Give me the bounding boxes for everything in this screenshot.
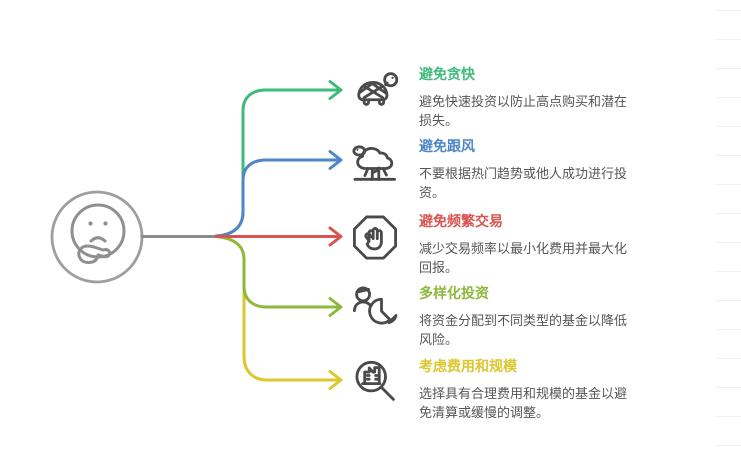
person-pie-icon [349, 283, 401, 335]
center-node [50, 190, 144, 284]
branch-description: 减少交易频率以最小化费用并最大化回报。 [419, 241, 628, 275]
branch-description: 避免快速投资以防止高点购买和潜在损失。 [419, 94, 628, 128]
branch-title: 避免贪快 [419, 66, 475, 82]
thinking-face-icon [70, 203, 126, 264]
branch-item-avoid-greed: 避免贪快 避免快速投资以防止高点购买和潜在损失。 [349, 62, 655, 130]
branch-title: 多样化投资 [419, 285, 489, 301]
branch-item-avoid-herd: 避免跟风 不要根据热门趋势或他人成功进行投资。 [349, 134, 655, 202]
branch-item-diversify: 多样化投资 将资金分配到不同类型的基金以降低风险。 [349, 281, 655, 349]
turtle-icon [349, 64, 401, 116]
branch-line-avoid-herd [214, 150, 343, 238]
branch-title: 避免频繁交易 [419, 213, 503, 229]
branch-description: 选择具有合理费用和规模的基金以避免清算或缓慢的调整。 [419, 386, 628, 420]
branch-line-diversify [214, 235, 343, 317]
branch-title: 考虑费用和规模 [419, 358, 517, 374]
branch-title: 避免跟风 [419, 138, 475, 154]
sheep-hurdle-icon [349, 136, 401, 188]
branch-item-avoid-frequent-trading: 避免频繁交易 减少交易频率以最小化费用并最大化回报。 [349, 209, 655, 277]
magnifier-building-icon [349, 356, 401, 408]
branch-line-fees-scale [214, 235, 343, 390]
background-list-edge [717, 0, 741, 472]
branch-description: 将资金分配到不同类型的基金以降低风险。 [419, 313, 628, 347]
branch-description: 不要根据热门趋势或他人成功进行投资。 [419, 166, 628, 200]
branch-item-fees-scale: 考虑费用和规模 选择具有合理费用和规模的基金以避免清算或缓慢的调整。 [349, 354, 655, 422]
stop-hand-icon [349, 211, 401, 263]
branch-line-avoid-frequent-trading [214, 226, 343, 247]
